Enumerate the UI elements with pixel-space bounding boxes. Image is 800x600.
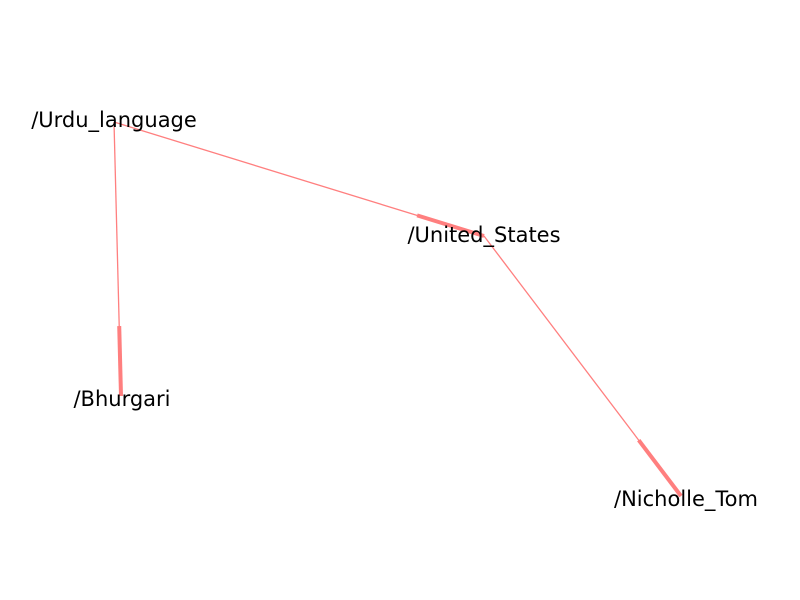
- edge-arrowhead: [416, 213, 485, 238]
- edge-arrowhead: [117, 325, 123, 397]
- node-label-urdu-language: /Urdu_language: [31, 108, 197, 133]
- edges-layer: [113, 121, 683, 498]
- labels-layer: /Urdu_language /United_States /Bhurgari …: [31, 108, 758, 512]
- node-label-united-states: /United_States: [407, 223, 560, 248]
- edge-us-nicholle: [483, 235, 683, 498]
- edge-urdu-bhurgari: [113, 121, 123, 397]
- node-label-bhurgari: /Bhurgari: [73, 387, 170, 411]
- edge-urdu-us: [113, 121, 485, 238]
- edge-arrowhead: [637, 438, 683, 498]
- node-label-nicholle-tom: /Nicholle_Tom: [614, 487, 758, 512]
